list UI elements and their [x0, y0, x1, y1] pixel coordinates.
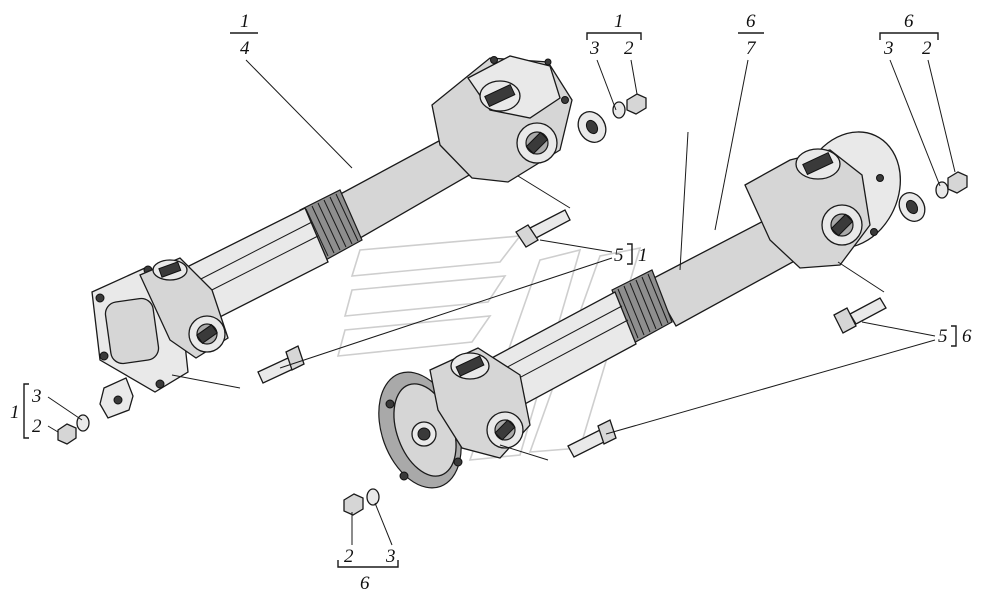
- fastener-set-top-left: [577, 93, 647, 143]
- callout-right-shaft-top: 6: [746, 11, 756, 32]
- callout-left-shaft-bottom: 4: [240, 38, 250, 59]
- callout-part-label: 5: [938, 326, 948, 347]
- callout-fasteners-top-left: 1 3 2: [586, 11, 642, 59]
- fastener-set-left: [57, 414, 90, 445]
- callout-fasteners-left: 1 3 2: [10, 383, 42, 439]
- callout-group-label: 1: [638, 245, 648, 266]
- bolt-middle-left: [257, 345, 305, 384]
- callout-part-label: 2: [32, 416, 42, 437]
- callout-right-shaft-bottom: 7: [746, 38, 757, 59]
- callout-part-label: 2: [344, 546, 354, 567]
- leader-lines: [47, 59, 956, 546]
- callout-fasteners-bottom: 2 3 6: [337, 546, 399, 594]
- callout-group-label: 1: [614, 11, 624, 32]
- callout-left-shaft: 1 4: [230, 11, 258, 59]
- fastener-set-bottom: [343, 488, 380, 516]
- callout-part-label: 3: [385, 546, 396, 567]
- callout-part-label: 3: [883, 38, 894, 59]
- callout-group-label: 6: [962, 326, 972, 347]
- callout-bolt-left: 5 1: [614, 243, 648, 266]
- bolt-top-left: [515, 209, 571, 248]
- callout-part-label: 3: [31, 386, 42, 407]
- callout-bolt-right: 5 6: [938, 325, 972, 347]
- callout-part-label: 2: [624, 38, 634, 59]
- callout-right-shaft: 6 7: [738, 11, 764, 59]
- callout-group-label: 6: [904, 11, 914, 32]
- callout-group-label: 1: [10, 402, 20, 423]
- bolt-lower: [567, 419, 617, 458]
- callout-group-label: 6: [360, 573, 370, 594]
- bolt-right: [833, 297, 887, 334]
- fastener-set-top-right: [898, 171, 968, 222]
- callout-part-label: 5: [614, 245, 624, 266]
- callout-left-shaft-top: 1: [240, 11, 250, 32]
- right-driveshaft: [378, 131, 902, 489]
- callout-fasteners-top-right: 6 3 2: [879, 11, 939, 59]
- callout-part-label: 3: [589, 38, 600, 59]
- left-driveshaft: [91, 55, 573, 419]
- callout-part-label: 2: [922, 38, 932, 59]
